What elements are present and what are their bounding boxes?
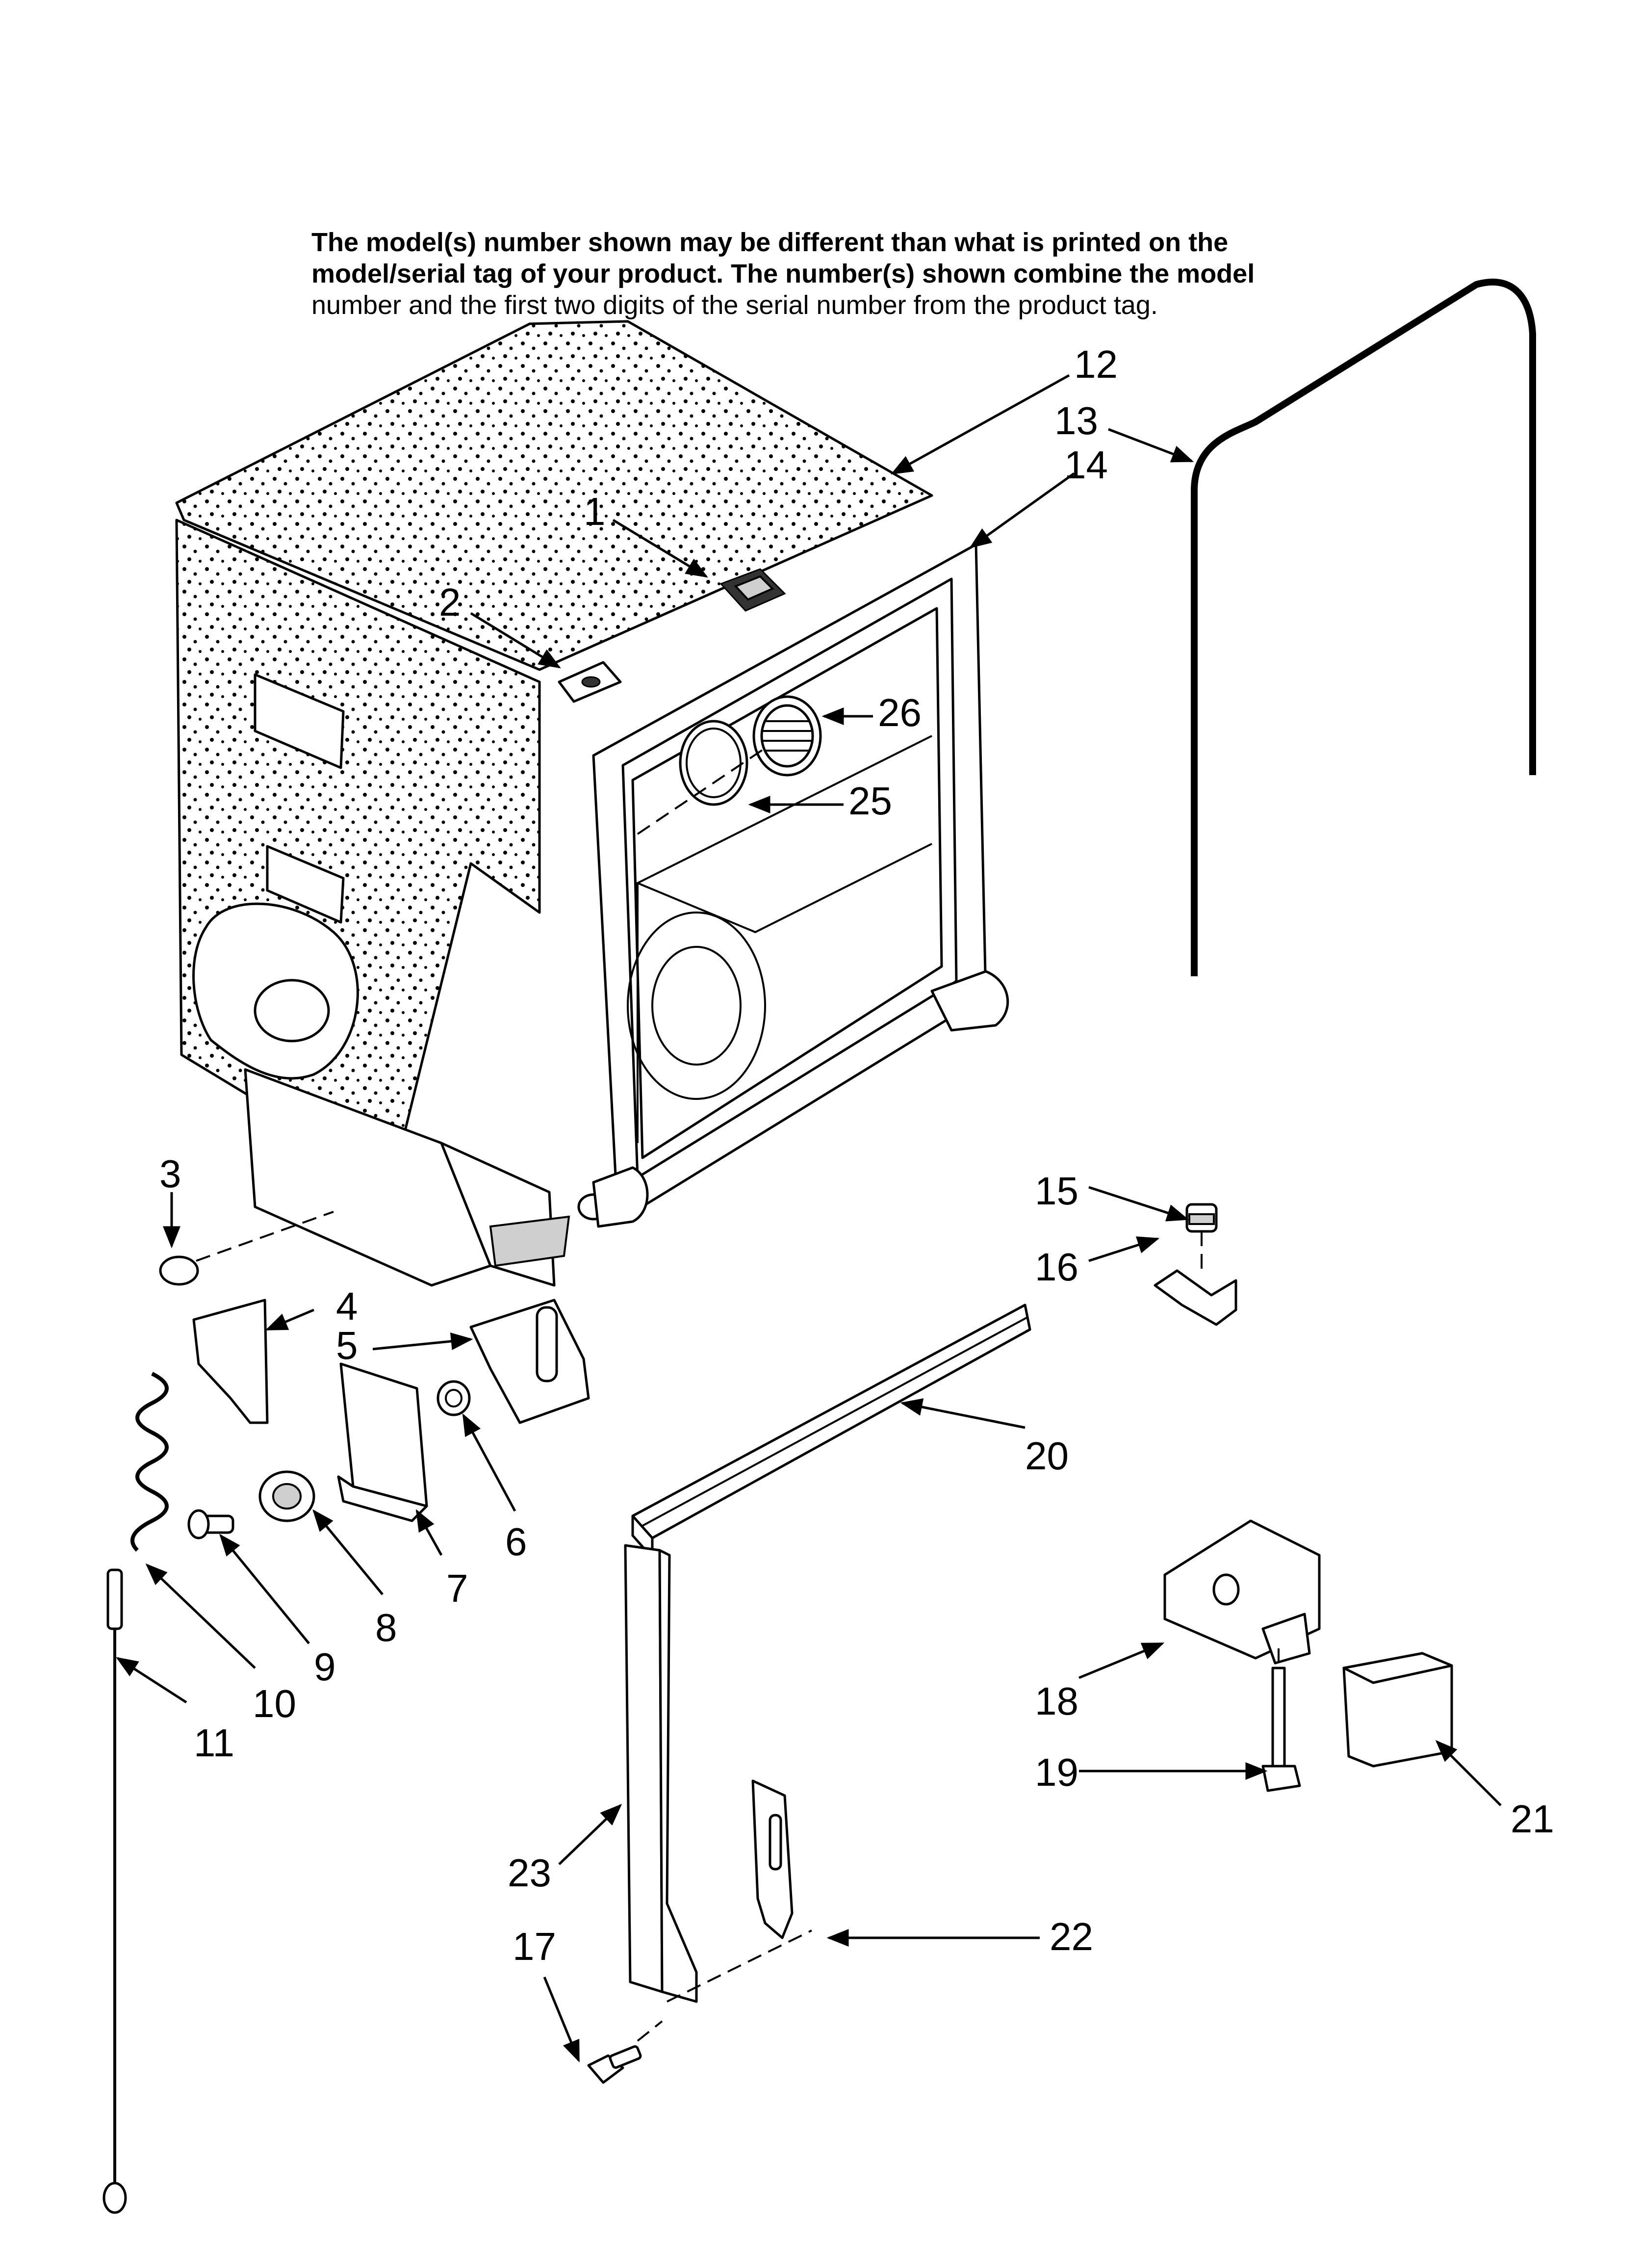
part-17-screw	[587, 2045, 642, 2084]
disclaimer-note: The model(s) number shown may be differe…	[311, 227, 1439, 321]
callout-7: 7	[446, 1566, 468, 1610]
callout-12: 12	[1074, 342, 1118, 386]
callout-21: 21	[1511, 1797, 1554, 1841]
callout-1: 1	[584, 490, 606, 533]
callout-18: 18	[1035, 1679, 1078, 1723]
callout-16: 16	[1035, 1245, 1078, 1289]
part-18-bracket	[1163, 1519, 1321, 1665]
part-10-spring	[130, 1372, 169, 1552]
part-2-bracket	[558, 661, 622, 703]
part-11-cable	[103, 1568, 127, 2214]
callout-6: 6	[505, 1520, 527, 1564]
part-7-plate	[339, 1362, 428, 1508]
part-3-plug	[159, 1255, 199, 1286]
note-line-3: number and the first two digits of the s…	[311, 290, 1158, 320]
part-9-pin	[187, 1509, 234, 1539]
part-21-cover	[1342, 1652, 1453, 1768]
callout-8: 8	[375, 1606, 397, 1649]
part-4-bracket	[192, 1299, 269, 1424]
part-22-hinge	[751, 1779, 794, 1939]
note-line-1: The model(s) number shown may be differe…	[311, 228, 1229, 257]
callout-22: 22	[1050, 1915, 1093, 1958]
callout-14: 14	[1064, 443, 1108, 487]
callout-15: 15	[1035, 1169, 1078, 1213]
leader-lines	[116, 374, 1502, 2063]
callout-labels: 12 13 14 1 2 26 25 3 4 5 6 7 8 9 10 11 1…	[159, 342, 1554, 1968]
callout-4: 4	[336, 1284, 358, 1328]
part-15-switch	[1185, 1203, 1218, 1233]
part-6-nut	[436, 1380, 471, 1416]
part-20-rail	[631, 1303, 1031, 1559]
part-1-latch	[719, 568, 786, 612]
callout-25: 25	[848, 779, 892, 823]
callout-3: 3	[159, 1152, 181, 1196]
insulation-blanket-top	[175, 320, 933, 671]
callout-17: 17	[513, 1925, 556, 1968]
part-13-door-gasket	[1191, 279, 1536, 976]
callout-19: 19	[1035, 1750, 1078, 1794]
callout-5: 5	[336, 1324, 358, 1367]
note-line-2: model/serial tag of your product. The nu…	[311, 259, 1255, 288]
callout-9: 9	[314, 1645, 336, 1689]
callout-20: 20	[1025, 1434, 1069, 1478]
callout-2: 2	[439, 580, 461, 624]
part-5-hinge-bracket	[469, 1299, 590, 1424]
callout-23: 23	[508, 1851, 551, 1895]
part-25-gasket	[679, 720, 748, 806]
callout-26: 26	[878, 691, 922, 734]
part-19-leveling-leg	[1261, 1667, 1301, 1792]
callout-13: 13	[1054, 399, 1098, 443]
part-23-side-rail	[624, 1544, 698, 2003]
callout-10: 10	[253, 1682, 296, 1725]
callout-11: 11	[194, 1721, 234, 1765]
part-26-vent	[752, 695, 822, 777]
tub-base	[244, 1068, 492, 1287]
part-16-bracket	[1154, 1269, 1237, 1326]
